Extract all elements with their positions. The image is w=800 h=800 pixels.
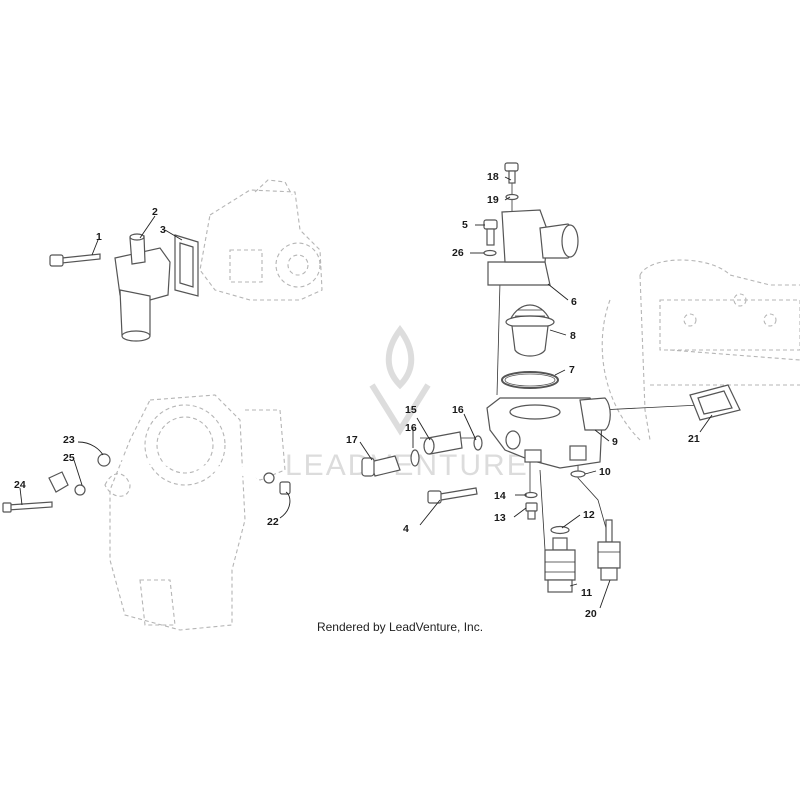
callout-6: 6 xyxy=(571,296,577,308)
leader-lines xyxy=(19,176,713,609)
callout-14: 14 xyxy=(494,490,506,502)
credit-caption: Rendered by LeadVenture, Inc. xyxy=(316,620,484,634)
callout-13: 13 xyxy=(494,512,506,524)
callout-18: 18 xyxy=(487,171,499,183)
tube-clamp xyxy=(48,471,86,496)
callout-23: 23 xyxy=(63,434,75,446)
thermostat xyxy=(505,304,555,357)
flame-logo-icon xyxy=(369,324,431,436)
thermostat-base-housing xyxy=(486,397,611,469)
callout-11: 11 xyxy=(581,587,592,599)
clamp-bolt xyxy=(2,501,53,513)
timing-cover-group xyxy=(2,394,291,631)
timing-cover-ghost xyxy=(104,394,286,631)
callout-21: 21 xyxy=(688,433,700,445)
sensor-o-ring xyxy=(550,525,570,535)
callout-labels: 1 2 3 4 5 6 7 8 9 10 11 12 13 14 15 16 1… xyxy=(14,171,700,620)
callout-22: 22 xyxy=(267,516,279,528)
callout-12: 12 xyxy=(583,509,595,521)
callout-9: 9 xyxy=(612,436,618,448)
water-pump-group xyxy=(49,179,323,342)
callout-24: 24 xyxy=(14,479,26,491)
callout-8: 8 xyxy=(570,330,576,342)
thermostat-assembly xyxy=(361,162,741,593)
callout-3: 3 xyxy=(160,224,166,236)
callout-10: 10 xyxy=(599,466,611,478)
callout-15: 15 xyxy=(405,404,417,416)
cap-washer xyxy=(505,193,519,201)
temperature-sender xyxy=(597,519,621,581)
callout-25: 25 xyxy=(63,452,75,464)
pump-gasket xyxy=(174,234,199,297)
tube-fitting xyxy=(279,481,291,495)
drain-plug xyxy=(525,502,538,520)
callout-16-left: 16 xyxy=(405,422,417,434)
leadventure-watermark: LEADVENTURE xyxy=(285,324,529,482)
callout-17: 17 xyxy=(346,434,358,446)
callout-5: 5 xyxy=(462,219,468,231)
callout-2: 2 xyxy=(152,206,158,218)
sensor-washer-small xyxy=(570,470,586,478)
pump-bolt xyxy=(49,253,101,267)
temperature-sensor xyxy=(544,537,576,593)
pump-inlet-housing xyxy=(114,233,171,342)
callout-1: 1 xyxy=(96,231,102,243)
thermostat-o-ring xyxy=(501,371,559,389)
callout-19: 19 xyxy=(487,194,499,206)
water-pump-housing-ghost xyxy=(199,179,323,301)
callout-26: 26 xyxy=(452,247,464,259)
thermostat-housing-cap xyxy=(487,209,579,286)
breather-tube xyxy=(97,453,275,484)
callout-7: 7 xyxy=(569,364,575,376)
callout-4: 4 xyxy=(403,523,409,535)
sealing-washer-left xyxy=(410,449,420,467)
housing-bolt xyxy=(427,487,478,504)
cap-bolt-washer xyxy=(483,249,497,257)
watermark-text: LEADVENTURE xyxy=(285,449,529,482)
callout-16-right: 16 xyxy=(452,404,464,416)
thermostat-cap-bolt xyxy=(504,162,519,184)
callout-20: 20 xyxy=(585,608,597,620)
banjo-bolt xyxy=(361,455,401,477)
engine-block-ghost xyxy=(601,259,800,441)
banjo-fitting xyxy=(423,431,463,455)
housing-gasket xyxy=(689,384,741,421)
cap-bolt xyxy=(483,219,498,246)
